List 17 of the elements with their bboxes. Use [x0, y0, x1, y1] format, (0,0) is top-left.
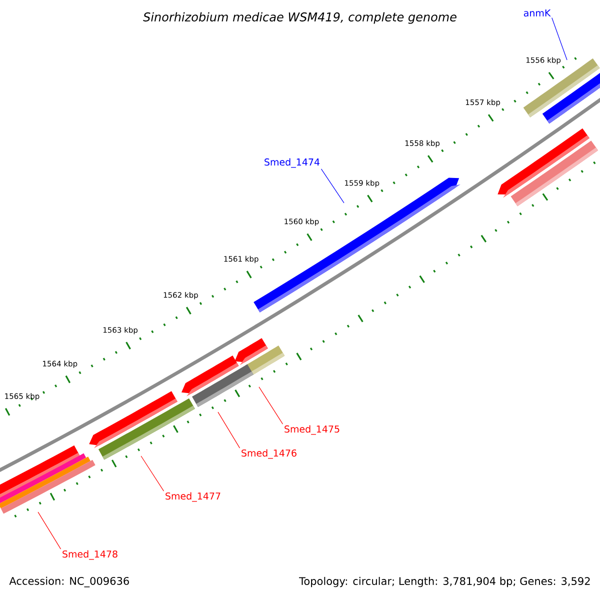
leader-line — [552, 17, 568, 60]
leader-line — [258, 386, 284, 424]
gene-label: Smed_1474 — [264, 158, 320, 168]
gene-feature — [192, 364, 254, 408]
gene-feature — [0, 460, 96, 514]
gene-label: Smed_1475 — [284, 425, 340, 435]
gene-label: anmK — [524, 9, 551, 17]
gene-label: Smed_1478 — [62, 550, 118, 560]
gene-label: Smed_1477 — [166, 492, 220, 502]
leader-line — [320, 168, 344, 204]
title: Sinorhizobium medicae WSM419, complete genome — [143, 12, 456, 24]
gene-feature — [98, 398, 195, 460]
leader-line — [38, 512, 62, 550]
genome-info-text: Topology: circular; Length: 3,781,904 bp; Genes: 3,592 — [299, 576, 590, 588]
accession-text: Accession: NC_009636 — [9, 576, 129, 588]
leader-line — [218, 412, 240, 448]
gene-label: Smed_1476 — [242, 449, 296, 459]
